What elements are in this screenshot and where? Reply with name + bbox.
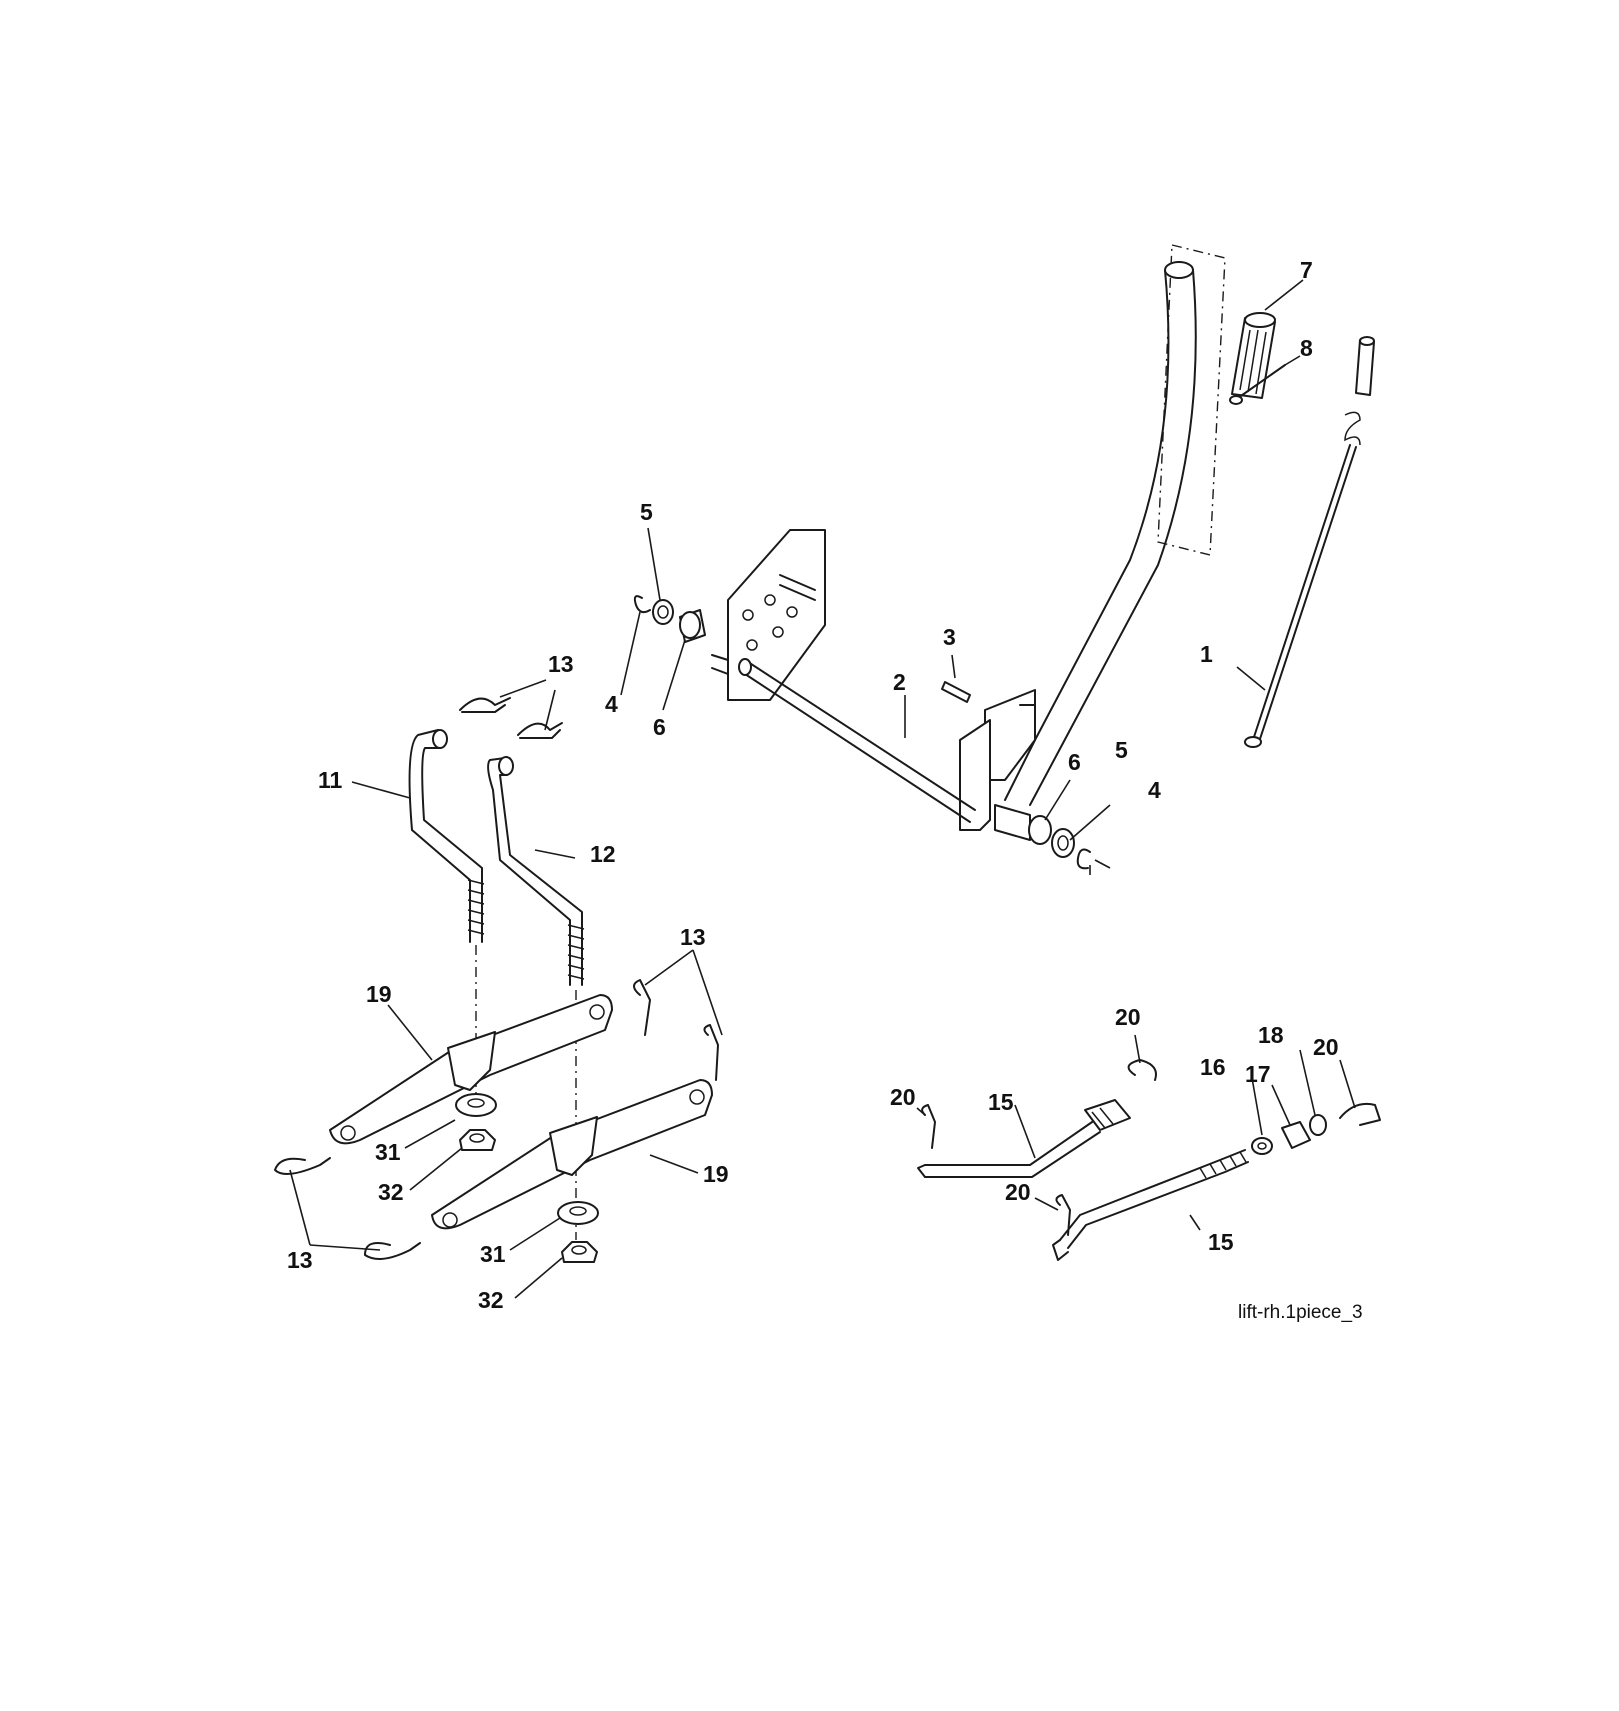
lift-handle	[1004, 244, 1226, 806]
release-rod	[1244, 336, 1375, 748]
callout-16: 16	[1200, 1054, 1226, 1080]
left-shaft-hardware	[633, 595, 706, 643]
callout-31-left: 31	[375, 1139, 401, 1165]
hairpin-clips-arms	[274, 979, 719, 1260]
roll-pin	[941, 681, 971, 703]
washer-nut-right	[557, 1201, 599, 1263]
callout-19-lower: 19	[703, 1161, 729, 1187]
leader-lines	[289, 279, 1356, 1299]
lift-link-11	[408, 729, 485, 943]
callout-15-lower: 15	[1208, 1229, 1234, 1255]
lift-shaft	[711, 529, 976, 823]
callout-4-right: 4	[1148, 777, 1161, 803]
callout-17: 17	[1245, 1061, 1271, 1087]
deck-lift-rod-upper	[917, 1099, 1131, 1178]
callout-31-right: 31	[480, 1241, 506, 1267]
callout-13-right: 13	[680, 924, 706, 950]
trunnion-hardware	[1251, 1114, 1327, 1155]
callout-1: 1	[1200, 641, 1213, 667]
handle-bracket	[959, 689, 1036, 831]
callout-5-right: 5	[1115, 737, 1128, 763]
callout-8: 8	[1300, 335, 1313, 361]
hairpin-clips-rods	[921, 1059, 1381, 1236]
callout-12: 12	[590, 841, 616, 867]
callout-20-top: 20	[1115, 1004, 1141, 1030]
handle-grip	[1231, 312, 1276, 399]
callout-7: 7	[1300, 257, 1313, 283]
callout-32-left: 32	[378, 1179, 404, 1205]
callout-5-left: 5	[640, 499, 653, 525]
callout-13-bottom: 13	[287, 1247, 313, 1273]
callout-2: 2	[893, 669, 906, 695]
callouts: 1 2 3 4 4 5 5 6 6 7 8 11 12 13 13 13 15 …	[287, 257, 1339, 1313]
callout-6-right: 6	[1068, 749, 1081, 775]
callout-20-lower: 20	[1005, 1179, 1031, 1205]
callout-15-upper: 15	[988, 1089, 1014, 1115]
washer-nut-left	[455, 1093, 497, 1151]
callout-32-right: 32	[478, 1287, 504, 1313]
deck-lift-rod-lower	[1052, 1149, 1249, 1261]
figure-caption: lift-rh.1piece_3	[1238, 1302, 1363, 1323]
lift-arm-lower	[431, 1079, 713, 1230]
right-shaft-hardware	[994, 804, 1111, 870]
callout-20-left: 20	[890, 1084, 916, 1110]
spring-pin	[1229, 364, 1286, 405]
callout-19-upper: 19	[366, 981, 392, 1007]
callout-18: 18	[1258, 1022, 1284, 1048]
callout-4-left: 4	[605, 691, 618, 717]
callout-6-left: 6	[653, 714, 666, 740]
lift-link-12	[487, 756, 585, 986]
callout-20-right: 20	[1313, 1034, 1339, 1060]
hairpin-clips-top	[459, 697, 563, 739]
callout-11: 11	[318, 767, 343, 793]
lift-arm-upper	[329, 994, 613, 1145]
callout-3: 3	[943, 624, 956, 650]
callout-13-top: 13	[548, 651, 574, 677]
